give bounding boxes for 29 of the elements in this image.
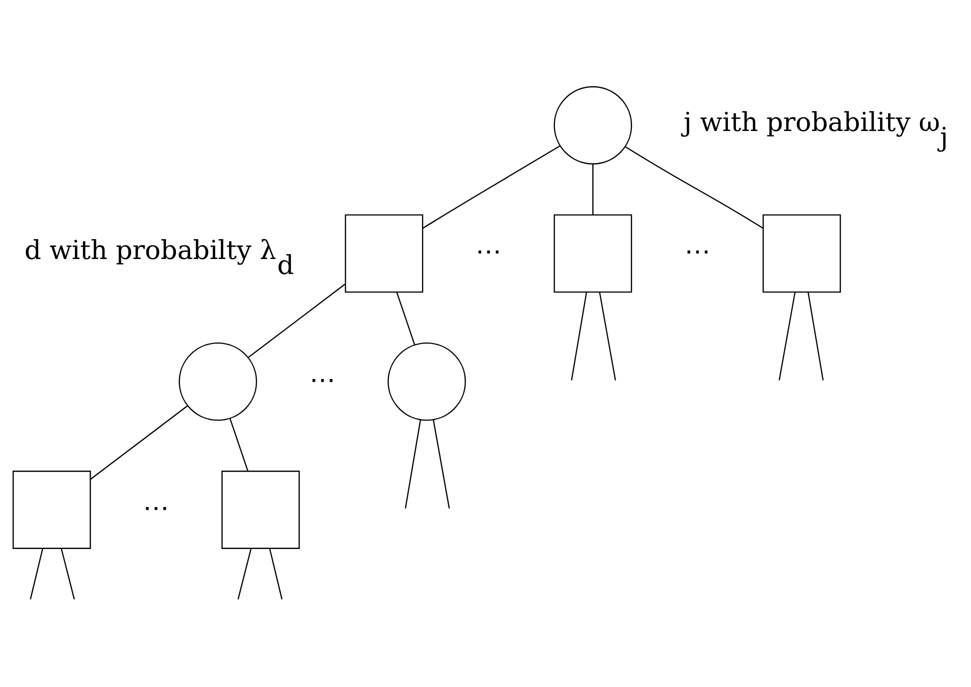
label: ⋯ <box>309 365 336 396</box>
connector <box>238 548 252 600</box>
connector <box>30 548 44 600</box>
node-box <box>554 214 632 293</box>
connector <box>624 146 764 229</box>
connector <box>404 420 422 509</box>
connector <box>432 420 450 509</box>
node-circle <box>388 342 466 421</box>
connector <box>90 405 188 480</box>
label: ⋯ <box>684 237 710 268</box>
connector <box>248 284 346 358</box>
connector <box>60 548 75 600</box>
node-box <box>221 470 300 549</box>
label: ⋯ <box>143 493 170 524</box>
connector <box>570 292 588 380</box>
label: ⋯ <box>475 237 502 268</box>
connector <box>592 164 594 215</box>
connector <box>808 292 824 380</box>
connector <box>229 418 248 472</box>
connector <box>599 292 616 380</box>
node-box <box>344 214 424 293</box>
connector <box>269 548 283 600</box>
node-circle <box>554 86 632 164</box>
node-box <box>12 470 91 549</box>
node-circle <box>178 342 258 421</box>
connector <box>396 292 416 345</box>
connector <box>778 292 796 380</box>
node-box <box>762 214 841 293</box>
connector <box>422 146 560 229</box>
